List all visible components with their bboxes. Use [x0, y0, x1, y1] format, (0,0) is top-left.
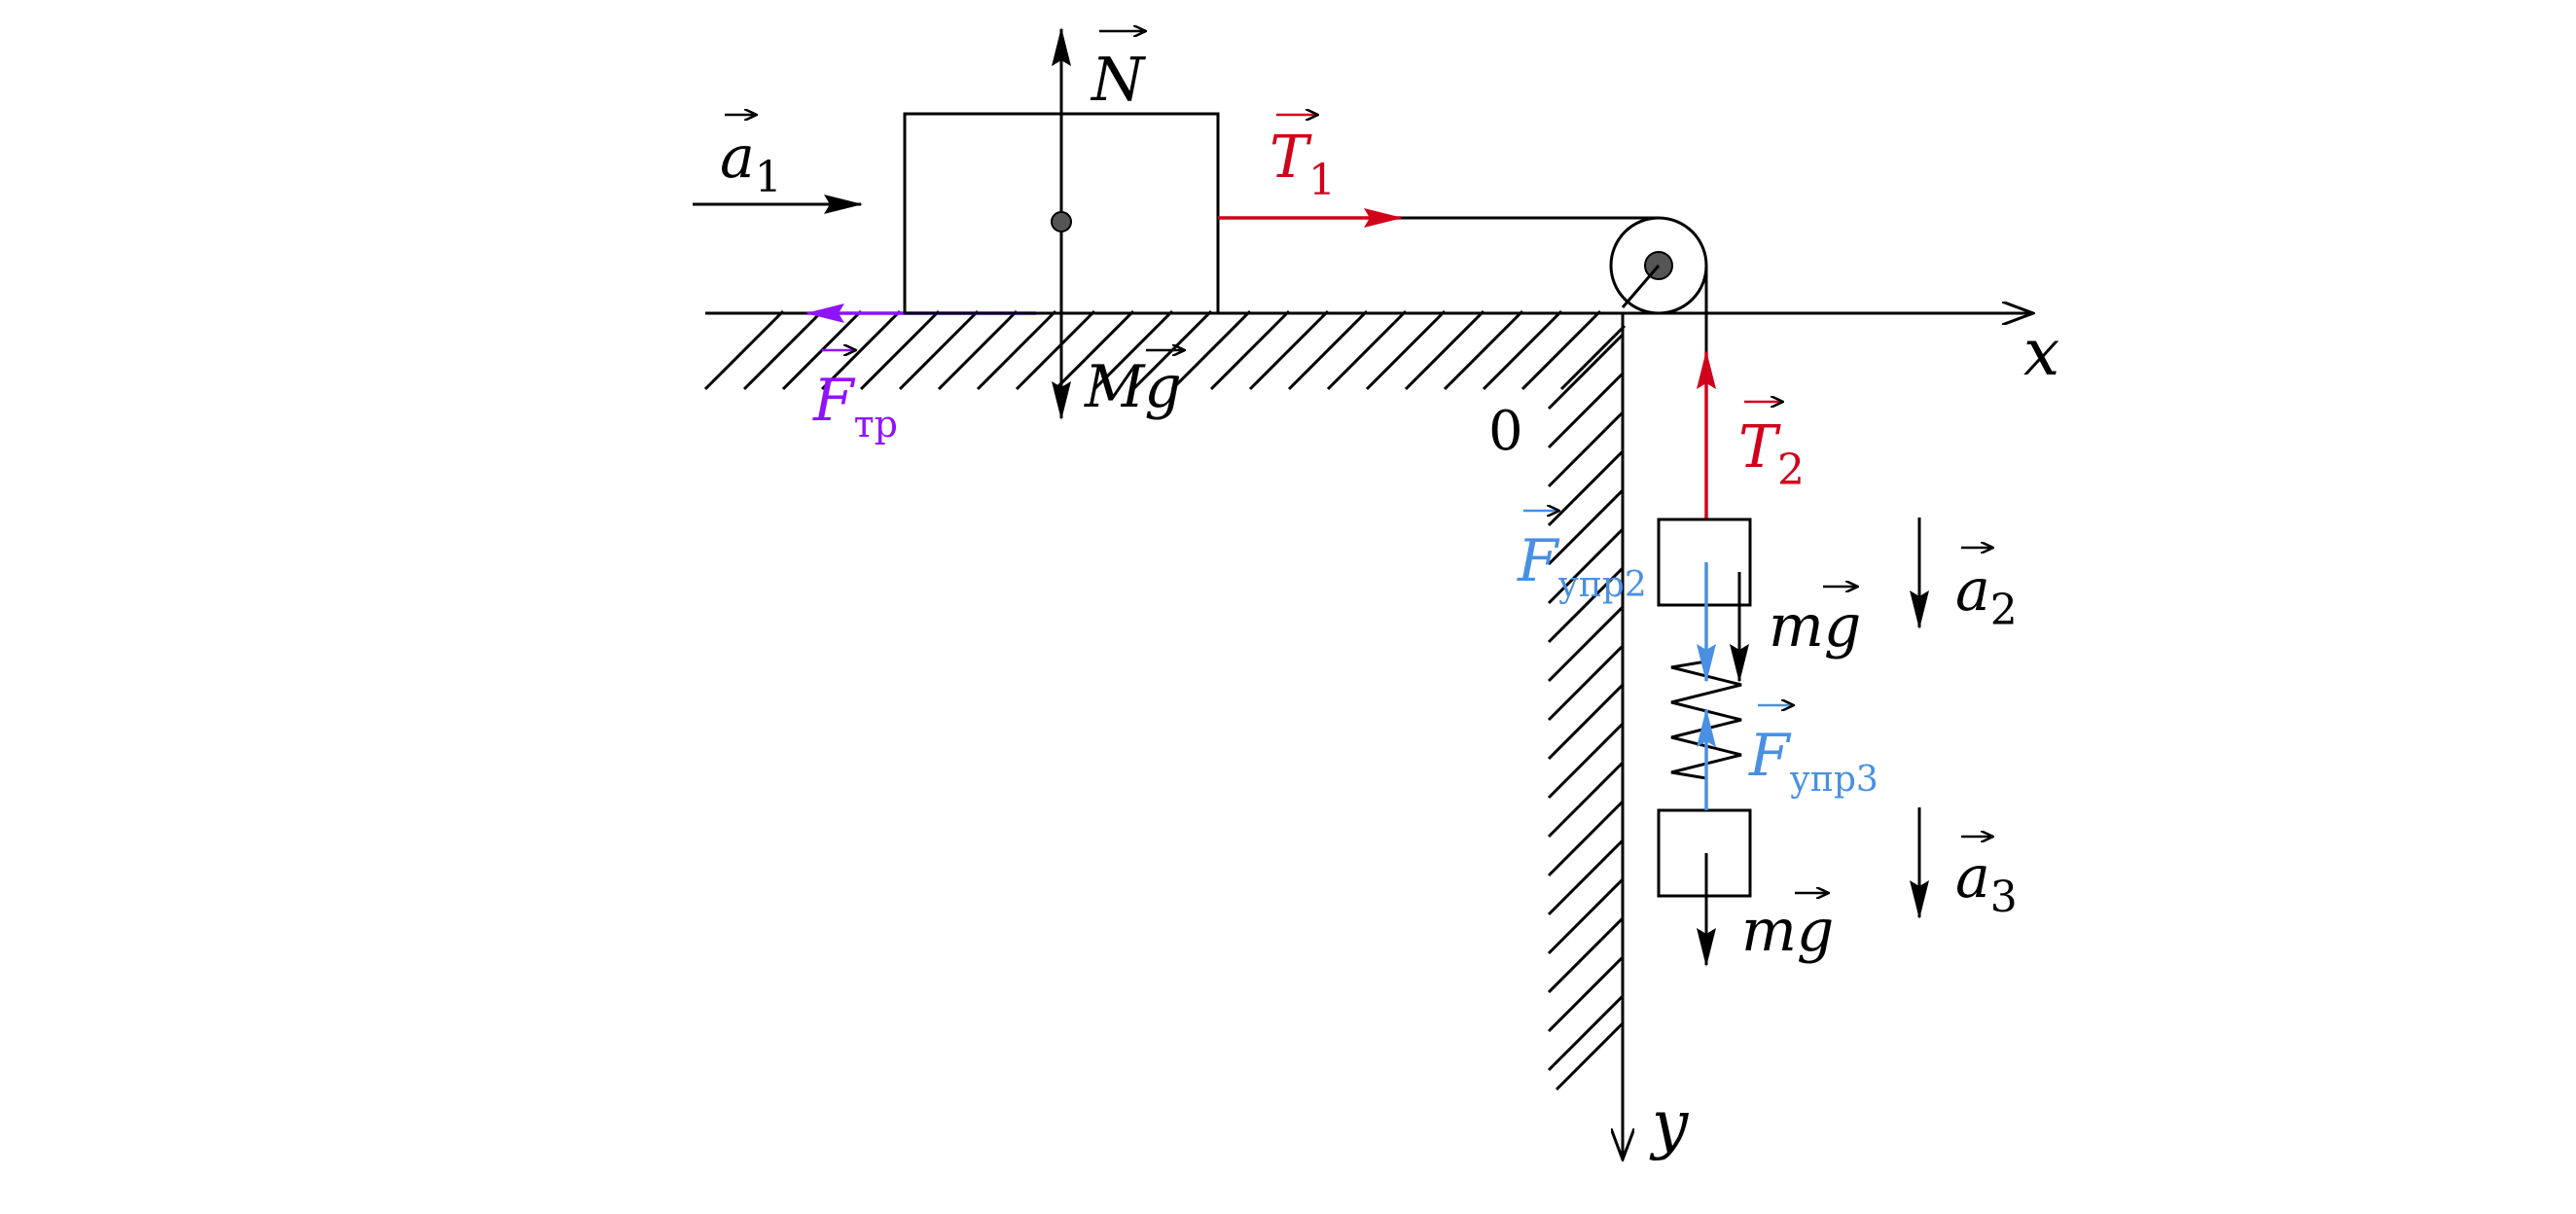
block-2	[1657, 518, 1752, 607]
label-a2: a2	[1955, 556, 2018, 635]
origin-label: 0	[1488, 400, 1523, 463]
wall-hatching	[1547, 333, 1625, 1091]
label-T2: T2	[1738, 413, 1805, 495]
label-a1: a1	[720, 124, 782, 202]
label-mg-block2: mg	[1769, 592, 1861, 661]
label-T1: T1	[1270, 124, 1336, 205]
label-N: N	[1090, 44, 1147, 115]
label-mg-block3: mg	[1741, 897, 1834, 965]
label-Mg: Mg	[1084, 353, 1182, 421]
vector-marks	[725, 31, 1993, 893]
y-axis-label: y	[1649, 1087, 1689, 1161]
spring	[1670, 605, 1742, 810]
pulley-mount	[1621, 265, 1661, 308]
x-axis-label: x	[2023, 315, 2059, 390]
center-of-mass-dot	[1051, 211, 1072, 232]
label-Fupr3: Fупр3	[1748, 722, 1878, 800]
block-3	[1657, 808, 1752, 898]
label-a3: a3	[1955, 843, 2018, 922]
label-Ftr: Fтр	[812, 367, 898, 446]
ground-hatching	[703, 309, 1627, 391]
label-Fupr2: Fупр2	[1517, 527, 1647, 605]
